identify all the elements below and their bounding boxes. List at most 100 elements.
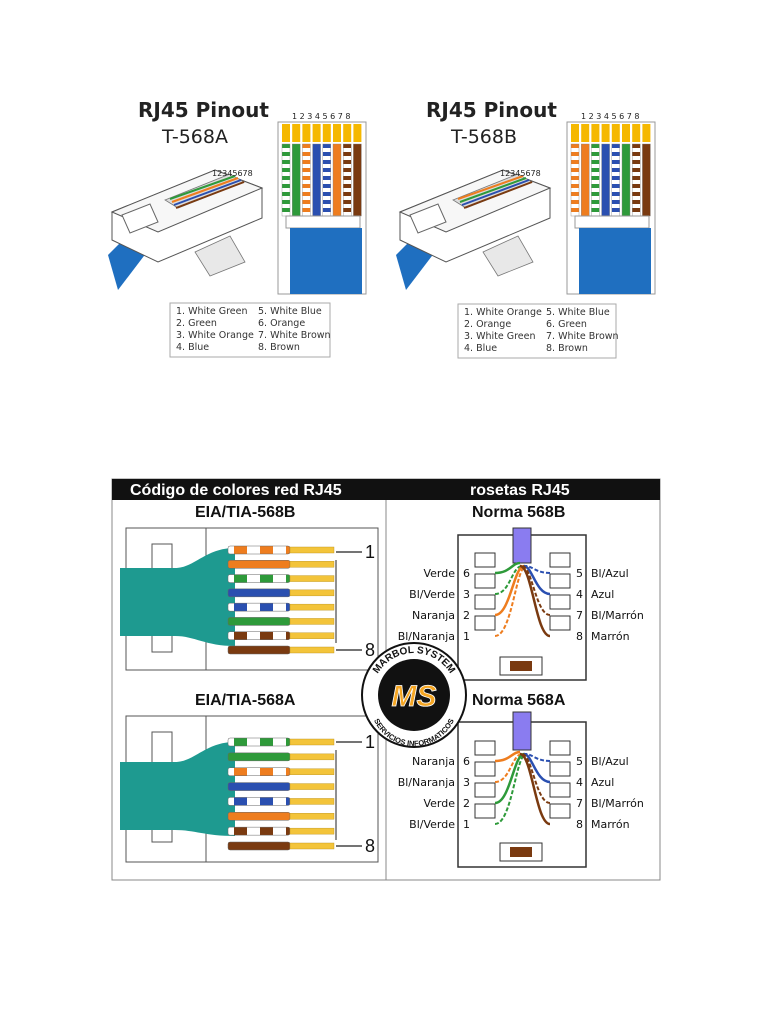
cable-568b-pin-8: 8 — [365, 640, 375, 660]
jack-568a-left-1: Naranja — [412, 755, 455, 768]
cable-568b-pin-1: 1 — [365, 542, 375, 562]
jack-568b-right-2: Azul — [591, 588, 614, 601]
wire-conductor — [289, 827, 335, 835]
pinout-568a-panel: RJ45 Pinout T-568A 12345678 1 2 3 4 5 6 … — [108, 98, 367, 358]
front-568a-pin-numbers: 1 2 3 4 5 6 7 8 — [292, 112, 351, 121]
plug-568b-pin-numbers: 12345678 — [500, 169, 541, 178]
cable-wire-brown — [227, 841, 291, 851]
jack-568b-left-pin-1: 6 — [463, 567, 470, 580]
jack-568b-right-3: Bl/Marrón — [591, 609, 644, 622]
pinout-568b-title: RJ45 Pinout — [426, 98, 557, 122]
jack-568a-left-2: Bl/Naranja — [398, 776, 455, 789]
jack-568b-left-4: Bl/Naranja — [398, 630, 455, 643]
jack-568a-left-pin-2: 3 — [463, 776, 470, 789]
wire-orange — [581, 143, 590, 217]
jack-568b-left-pin-3: 2 — [463, 609, 470, 622]
jack-568b-right-pin-3: 7 — [576, 609, 583, 622]
pinout-568a-subtitle: T-568A — [161, 126, 228, 148]
cable-568a-pin-1: 1 — [365, 732, 375, 752]
cable-wire-wblue — [227, 602, 291, 612]
gold-pin — [591, 124, 600, 142]
wire-conductor — [289, 646, 335, 654]
legend-568b: 1. White Orange 2. Orange 3. White Green… — [457, 303, 619, 359]
jack-568b-right-1: Bl/Azul — [591, 567, 629, 580]
jack-568b-left-2: Bl/Verde — [409, 588, 455, 601]
gold-pin — [282, 124, 290, 142]
cable-wire-wbrown — [227, 631, 291, 640]
jack-568b-left-3: Naranja — [412, 609, 455, 622]
legend-568a-6: 6. Orange — [258, 318, 305, 329]
jack-568a-right-1: Bl/Azul — [591, 755, 629, 768]
cable-wire-worange — [227, 545, 291, 555]
cable-wire-wgreen — [227, 574, 291, 583]
bar-right-title: rosetas RJ45 — [470, 482, 570, 499]
front-568b-pin-numbers: 1 2 3 4 5 6 7 8 — [581, 112, 640, 121]
wire-conductor — [289, 632, 335, 639]
wire-conductor — [289, 753, 335, 761]
wire-brown — [642, 143, 651, 217]
jack-568a-left-pin-1: 6 — [463, 755, 470, 768]
legend-568b-2: 2. Orange — [464, 319, 511, 330]
legend-568b-8: 8. Brown — [546, 343, 588, 354]
legend-568a: 1. White Green 2. Green 3. White Orange … — [169, 302, 331, 358]
gold-pin — [333, 124, 341, 142]
jack-568a-right-pin-3: 7 — [576, 797, 583, 810]
jack-568b: Norma 568B Verde Bl/Verde Naranja Bl — [398, 504, 644, 681]
wire-conductor — [289, 783, 335, 790]
pinout-568b-panel: RJ45 Pinout T-568B 12345678 1 2 3 4 5 6 … — [396, 98, 656, 359]
cable-wire-blue — [227, 782, 291, 791]
jack-568a-right-3: Bl/Marrón — [591, 797, 644, 810]
cable-wire-green — [227, 617, 291, 626]
jack-568a-left-pin-3: 2 — [463, 797, 470, 810]
gold-pin — [302, 124, 311, 142]
wire-wbrown — [343, 143, 352, 217]
cable-wire-worange — [227, 767, 291, 776]
gold-pin — [353, 124, 362, 142]
jack-568a-left-3: Verde — [423, 797, 455, 810]
wire-wgreen — [591, 143, 600, 217]
wire-wblue — [611, 143, 620, 217]
jack-568a-right-pin-1: 5 — [576, 755, 583, 768]
wire-blue — [312, 143, 321, 217]
wire-brown — [353, 143, 362, 217]
jack-568b-right-pin-4: 8 — [576, 630, 583, 643]
logo-mark: MS — [392, 680, 437, 713]
cable-568a-pin-8: 8 — [365, 836, 375, 856]
jack-568b-left-pin-4: 1 — [463, 630, 470, 643]
wire-conductor — [289, 589, 335, 597]
cable-wire-wgreen — [227, 737, 291, 747]
pinout-568a-title: RJ45 Pinout — [138, 98, 269, 122]
rj45-front-view-568a: 1 2 3 4 5 6 7 8 — [277, 112, 367, 295]
gold-pin — [292, 124, 301, 142]
jack-568a: Norma 568A Naranja Bl/Naranja Verde — [398, 692, 644, 868]
rj45-plug-568a: 12345678 — [108, 169, 264, 290]
legend-568a-8: 8. Brown — [258, 342, 300, 353]
marbol-system-logo: MARBOL SYSTEM SERVICIOS INFORMATICOS MS — [361, 642, 467, 748]
wire-conductor — [289, 813, 335, 820]
pinout-568b-subtitle: T-568B — [450, 126, 517, 148]
gold-pin — [322, 124, 331, 142]
legend-568a-4: 4. Blue — [176, 342, 209, 353]
cable-wire-orange — [227, 560, 291, 569]
rj45-plug-568b: 12345678 — [396, 169, 552, 290]
legend-568a-1: 1. White Green — [176, 306, 248, 317]
wire-orange — [332, 143, 342, 217]
wire-blue — [601, 143, 610, 217]
gold-pin — [601, 124, 610, 142]
legend-568b-6: 6. Green — [546, 319, 587, 330]
jack-568a-right-pin-4: 8 — [576, 818, 583, 831]
legend-568b-1: 1. White Orange — [464, 307, 542, 318]
wire-conductor — [289, 768, 335, 775]
gold-pin — [571, 124, 579, 142]
jack-568a-right-pin-2: 4 — [576, 776, 583, 789]
cable-wire-orange — [227, 812, 291, 821]
jack-568b-right-pin-1: 5 — [576, 567, 583, 580]
legend-568b-4: 4. Blue — [464, 343, 497, 354]
cable-wire-brown — [227, 645, 291, 655]
wire-conductor — [289, 546, 335, 554]
gold-pin — [632, 124, 641, 142]
legend-568a-2: 2. Green — [176, 318, 217, 329]
wire-conductor — [289, 842, 335, 850]
cable-wire-blue — [227, 588, 291, 598]
